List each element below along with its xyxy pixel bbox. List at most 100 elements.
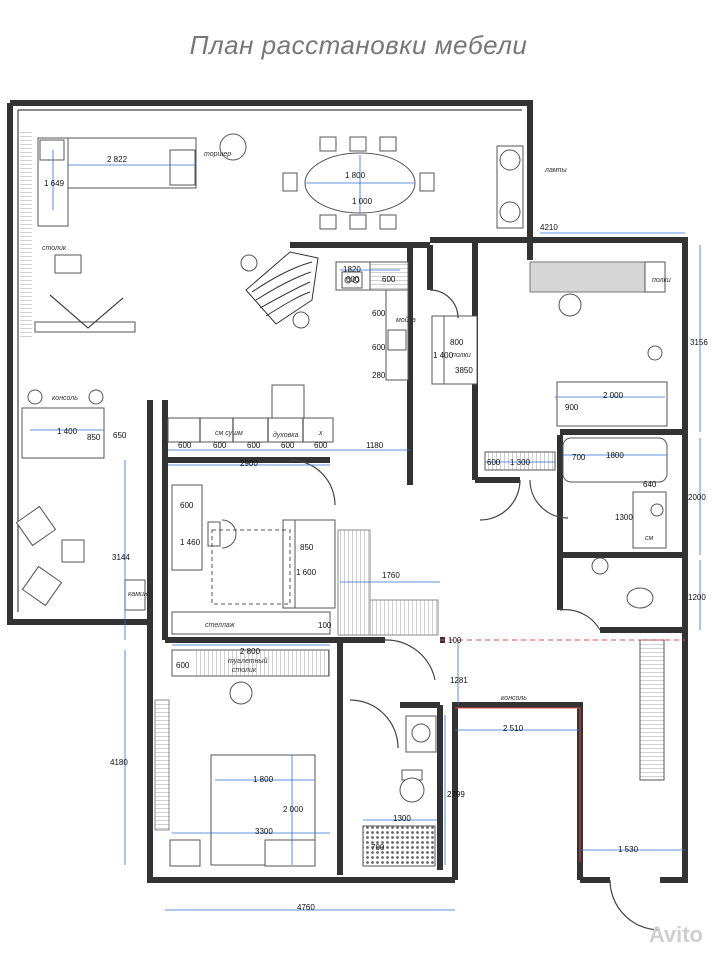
dim-100b: 100 xyxy=(448,636,462,645)
right-radiator xyxy=(639,639,665,781)
kitchen-counter-top xyxy=(335,261,409,291)
wc-toilet xyxy=(626,587,654,609)
study-radiator xyxy=(337,529,371,636)
dim-640: 640 xyxy=(643,480,657,489)
label-lampy: лампы xyxy=(544,167,567,174)
dim-4180: 4180 xyxy=(110,758,128,767)
dim-1000: 1 000 xyxy=(352,197,373,206)
label-torsher: торшер xyxy=(204,151,231,158)
doors xyxy=(289,289,661,931)
dim-600k5: 600 xyxy=(314,441,328,450)
dim-3850: 3850 xyxy=(455,366,473,375)
dim-600k1: 600 xyxy=(178,441,192,450)
dim-1300b: 1300 xyxy=(615,513,633,522)
dim-1180: 1180 xyxy=(366,441,384,450)
dim-850a: 850 xyxy=(87,433,101,442)
kitchen-lower-cabinets xyxy=(167,417,334,443)
lamps-shelf xyxy=(496,145,524,229)
dimension-lines xyxy=(30,150,701,911)
dim-1200: 1200 xyxy=(688,593,706,602)
bath-sink xyxy=(650,503,664,517)
fridge xyxy=(271,384,305,419)
dim-600b: 600 xyxy=(382,275,396,284)
bed xyxy=(169,754,316,867)
label-stolik: столик xyxy=(42,245,67,252)
dim-4760: 4760 xyxy=(297,903,315,912)
dim-2900: 2900 xyxy=(240,459,258,468)
label-stellazh: стеллаж xyxy=(205,622,236,629)
bedroom-radiator xyxy=(154,699,170,831)
label-polki: полки xyxy=(652,277,671,284)
label-duhovka: духовка xyxy=(273,431,299,439)
floor-lamp xyxy=(219,133,247,161)
dim-1649: 1 649 xyxy=(44,179,65,188)
vanity xyxy=(171,649,330,677)
dim-600k3: 600 xyxy=(247,441,261,450)
dim-1600: 1 600 xyxy=(296,568,317,577)
dim-600e: 600 xyxy=(487,458,501,467)
toilet-top xyxy=(558,293,582,317)
dim-1760: 1760 xyxy=(382,571,400,580)
label-moika: мойка xyxy=(396,316,416,324)
bathroom-2 xyxy=(362,715,437,867)
kitchen-island-decor xyxy=(240,251,319,329)
dim-2799: 2799 xyxy=(447,790,465,799)
armchairs xyxy=(15,505,85,607)
dim-2510: 2 510 xyxy=(503,724,524,733)
side-table xyxy=(54,254,82,274)
hall-sofa xyxy=(431,315,478,385)
dim-600d: 600 xyxy=(372,343,386,352)
label-konsol-right: консоль xyxy=(501,695,527,702)
dim-850b: 850 xyxy=(300,543,314,552)
dimension-values: 2 822 1 649 1 800 1 000 4210 1820 600 60… xyxy=(44,155,708,912)
bath-cabinet xyxy=(632,491,667,549)
dim-1800a: 1 800 xyxy=(345,171,366,180)
dim-3156: 3156 xyxy=(690,338,708,347)
dim-2800: 2 800 xyxy=(240,647,261,656)
dim-900: 900 xyxy=(565,403,579,412)
wc-sink xyxy=(591,557,609,575)
shelves-top xyxy=(644,261,666,293)
dim-1281: 1281 xyxy=(450,676,468,685)
dim-1460: 1 460 xyxy=(180,538,201,547)
dim-800: 800 xyxy=(450,338,464,347)
dim-600k2: 600 xyxy=(213,441,227,450)
dim-600c: 600 xyxy=(372,309,386,318)
dim-1530: 1 530 xyxy=(618,845,639,854)
tv-unit xyxy=(34,294,136,333)
dim-1400b: 1 400 xyxy=(57,427,78,436)
label-stolik2: столик xyxy=(232,667,257,674)
hall-radiator xyxy=(484,451,556,471)
dim-1400a: 1 400 xyxy=(433,351,454,360)
bath-shelf-top xyxy=(529,261,646,293)
shower-cabin xyxy=(556,381,668,427)
room-labels: торшер лампы столик консоль камин стелла… xyxy=(42,151,671,702)
radiator-left xyxy=(20,130,32,340)
label-sm-sushm: см сушм xyxy=(215,430,243,437)
dim-1300c: 1300 xyxy=(393,814,411,823)
dim-2822: 2 822 xyxy=(107,155,128,164)
console-sofa xyxy=(21,389,105,459)
dim-3300: 3300 xyxy=(255,827,273,836)
study-furniture xyxy=(171,484,336,635)
dim-1800c: 1 800 xyxy=(253,775,274,784)
dim-600f: 600 xyxy=(180,501,194,510)
label-sm: см xyxy=(645,535,654,542)
label-kamin: камин xyxy=(128,591,148,598)
stool xyxy=(229,681,253,705)
dim-1820: 1820 xyxy=(343,265,361,274)
dim-100a: 100 xyxy=(318,621,332,630)
dim-2000b: 2000 xyxy=(688,493,706,502)
dim-1800b: 1800 xyxy=(606,451,624,460)
kitchen-sink xyxy=(387,329,407,351)
dim-1300a: 1 300 xyxy=(510,458,531,467)
dim-700a: 700 xyxy=(572,453,586,462)
dim-280: 280 xyxy=(372,371,386,380)
bathtub xyxy=(562,437,668,483)
dim-2000c: 2 000 xyxy=(283,805,304,814)
corridor-radiator xyxy=(369,599,439,636)
washer xyxy=(647,345,663,361)
dim-4210: 4210 xyxy=(540,223,558,232)
plan-title: План расстановки мебели xyxy=(189,30,528,60)
